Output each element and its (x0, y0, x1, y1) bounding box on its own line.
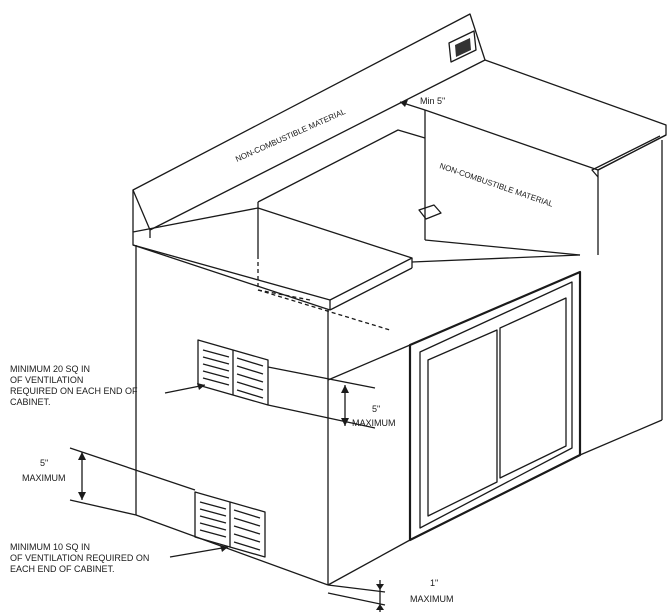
svg-text:5": 5" (40, 458, 48, 468)
vent-leaders (164, 383, 229, 558)
svg-text:OF VENTILATION: OF VENTILATION (10, 375, 83, 385)
electrical-outlet-icon (448, 30, 477, 63)
min-gap-label: Min 5" (420, 96, 445, 106)
front-countertop (132, 207, 413, 311)
dimension-right (267, 366, 376, 429)
rear-countertop (484, 59, 667, 178)
svg-text:MAXIMUM: MAXIMUM (22, 473, 66, 483)
svg-text:MAXIMUM: MAXIMUM (410, 594, 454, 604)
back-wall-label: NON-COMBUSTIBLE MATERIAL (234, 107, 347, 164)
access-door (408, 270, 582, 542)
cabinet-front (135, 245, 411, 586)
svg-text:REQUIRED ON EACH END OF: REQUIRED ON EACH END OF (10, 386, 138, 396)
svg-text:1": 1" (430, 578, 438, 588)
svg-text:OF VENTILATION REQUIRED ON: OF VENTILATION REQUIRED ON (10, 553, 149, 563)
svg-text:CABINET.: CABINET. (10, 397, 51, 407)
louvered-vent-icon (194, 491, 266, 558)
svg-text:EACH END OF CABINET.: EACH END OF CABINET. (10, 564, 115, 574)
vent-upper-label: MINIMUM 20 SQ IN OF VENTILATION REQUIRED… (10, 364, 138, 407)
side-wall (424, 109, 599, 256)
grill-cutout (257, 129, 442, 331)
dimension-bottom-label: 1" MAXIMUM (410, 578, 454, 604)
svg-text:MINIMUM 20 SQ IN: MINIMUM 20 SQ IN (10, 364, 90, 374)
dimension-right-label: 5" MAXIMUM (352, 404, 396, 428)
louvered-vent-icon (197, 339, 269, 406)
counter-surface (411, 254, 581, 263)
dimension-bottom (327, 580, 386, 612)
vent-lower-label: MINIMUM 10 SQ IN OF VENTILATION REQUIRED… (10, 542, 149, 574)
svg-text:5": 5" (372, 404, 380, 414)
side-wall-label: NON-COMBUSTIBLE MATERIAL (438, 161, 554, 209)
svg-text:MAXIMUM: MAXIMUM (352, 418, 396, 428)
min-gap-marker (399, 100, 426, 111)
dimension-left (69, 447, 196, 516)
svg-text:MINIMUM 10 SQ IN: MINIMUM 10 SQ IN (10, 542, 90, 552)
right-cabinet (579, 140, 663, 456)
dimension-left-label: 5" MAXIMUM (22, 458, 66, 483)
